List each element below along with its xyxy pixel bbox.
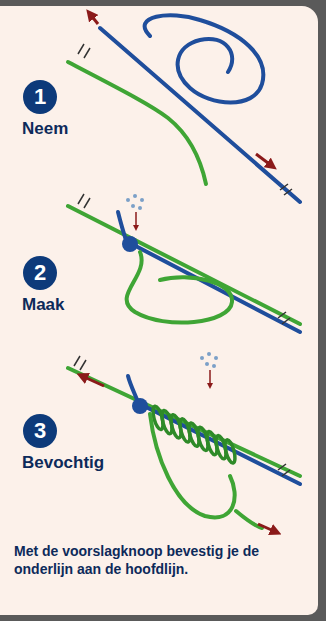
card-panel: 1 2 3 NeemMaakBevochtigMet de voorslagknoop… xyxy=(0,6,318,615)
step-three-drawing xyxy=(68,352,300,532)
step-number-circle: 1 xyxy=(23,80,57,114)
coil-windings xyxy=(151,405,237,464)
step-two-drawing xyxy=(68,194,300,332)
coil-winding xyxy=(223,439,237,464)
step-number-circle: 3 xyxy=(23,414,57,448)
step-number-circle: 2 xyxy=(23,256,57,290)
step-number: 2 xyxy=(34,262,46,284)
step-number: 1 xyxy=(34,86,46,108)
step-label: Bevochtig xyxy=(22,454,104,473)
step-one-drawing xyxy=(68,14,300,202)
caption-text: Met de voorslagknoop bevestig je de onde… xyxy=(14,542,306,578)
step-label: Neem xyxy=(22,120,68,139)
step-number: 3 xyxy=(34,420,46,442)
step-label: Maak xyxy=(22,296,65,315)
